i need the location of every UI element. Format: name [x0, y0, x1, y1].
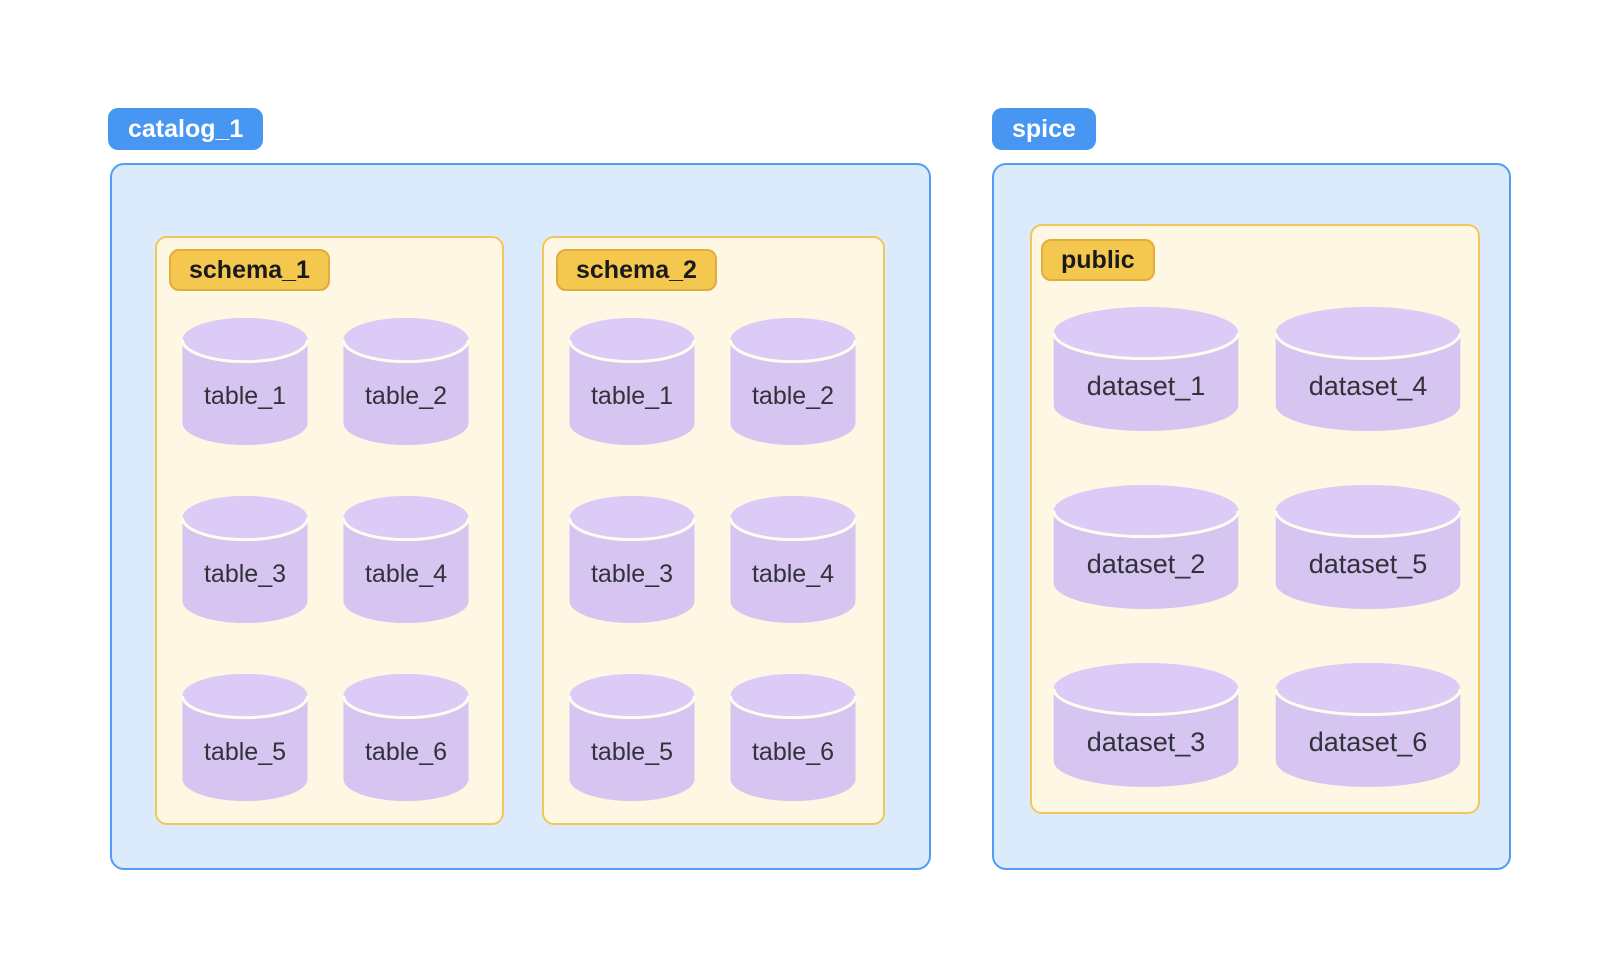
table-cylinder: table_5	[181, 673, 309, 802]
dataset-cylinder: dataset_6	[1274, 662, 1462, 789]
dataset-cylinder: dataset_5	[1274, 484, 1462, 611]
table-label: table_5	[203, 738, 287, 766]
dataset-label: dataset_5	[1308, 549, 1428, 579]
table-cylinder: table_5	[568, 673, 696, 802]
table-label: table_1	[590, 382, 674, 410]
table-label: table_2	[364, 382, 448, 410]
schema-2-badge: schema_2	[556, 249, 717, 291]
table-cylinder: table_4	[342, 495, 470, 624]
table-cylinder: table_1	[181, 317, 309, 446]
table-cylinder: table_2	[729, 317, 857, 446]
catalog-1-badge: catalog_1	[108, 108, 264, 150]
table-cylinder: table_3	[181, 495, 309, 624]
table-label: table_1	[203, 382, 287, 410]
public-badge: public	[1041, 239, 1155, 281]
table-label: table_4	[751, 560, 835, 588]
dataset-cylinder: dataset_1	[1052, 306, 1240, 433]
table-cylinder: table_4	[729, 495, 857, 624]
table-label: table_4	[364, 560, 448, 588]
dataset-cylinder: dataset_3	[1052, 662, 1240, 789]
schema-2-tables-grid: table_1 table_2 table_3 table_4 table_5	[568, 317, 857, 802]
public-datasets-grid: dataset_1 dataset_2 dataset_3 dataset_4 …	[1052, 306, 1462, 789]
dataset-label: dataset_3	[1086, 727, 1206, 757]
dataset-label: dataset_6	[1308, 727, 1428, 757]
table-label: table_5	[590, 738, 674, 766]
dataset-label: dataset_2	[1086, 549, 1206, 579]
dataset-label: dataset_4	[1308, 371, 1428, 401]
table-cylinder: table_2	[342, 317, 470, 446]
dataset-cylinder: dataset_2	[1052, 484, 1240, 611]
spice-badge: spice	[992, 108, 1096, 150]
table-label: table_3	[203, 560, 287, 588]
dataset-cylinder: dataset_4	[1274, 306, 1462, 433]
table-cylinder: table_6	[342, 673, 470, 802]
table-cylinder: table_1	[568, 317, 696, 446]
table-label: table_2	[751, 382, 835, 410]
catalog-1-container: schema_1 table_1 table_2 table_3 table_4	[110, 163, 931, 870]
public-schema-box: public dataset_1 dataset_2 dataset_3 dat…	[1030, 224, 1480, 814]
table-cylinder: table_3	[568, 495, 696, 624]
schema-1-badge: schema_1	[169, 249, 330, 291]
table-label: table_6	[364, 738, 448, 766]
table-label: table_6	[751, 738, 835, 766]
table-label: table_3	[590, 560, 674, 588]
schema-1-box: schema_1 table_1 table_2 table_3 table_4	[155, 236, 504, 825]
schema-2-box: schema_2 table_1 table_2 table_3 table_4	[542, 236, 885, 825]
dataset-label: dataset_1	[1086, 371, 1206, 401]
schema-1-tables-grid: table_1 table_2 table_3 table_4 table_5	[181, 317, 470, 802]
table-cylinder: table_6	[729, 673, 857, 802]
spice-container: public dataset_1 dataset_2 dataset_3 dat…	[992, 163, 1511, 870]
